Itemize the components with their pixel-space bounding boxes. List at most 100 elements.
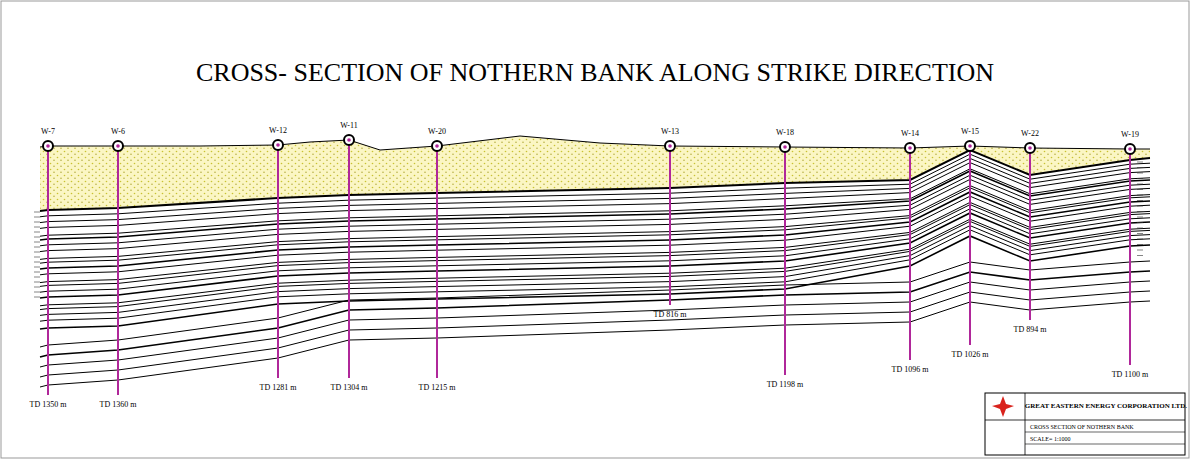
well-head [273,140,283,150]
seam-tick [34,262,40,263]
total-depth: TD 1026 m [952,351,989,359]
seam-tick [34,222,40,223]
well-head [43,141,53,151]
drawing-title: CROSS SECTION OF NOTHERN BANK [1030,424,1134,430]
well-head-dot [347,138,351,142]
well-head [344,135,354,145]
seam-tick [34,212,40,213]
well-head-dot [1128,147,1132,151]
well-head [113,141,123,151]
coal-seam-line [40,236,1150,329]
seam-tick [34,252,40,253]
well-head-dot [668,144,672,148]
seam-tick [1137,206,1143,207]
well-name: W-13 [661,128,679,136]
well-bore [969,146,971,345]
total-depth: TD 894 m [1014,326,1047,334]
seam-tick [34,227,40,228]
well-name: W-6 [111,128,125,136]
seam-tick [34,287,40,288]
seam-tick [34,282,40,283]
well-bore [47,146,49,395]
well-head [432,141,442,151]
well-head-dot [46,144,50,148]
well-bore [1029,148,1031,320]
total-depth: TD 1281 m [260,384,297,392]
well-name: W-22 [1021,130,1039,138]
seam-tick [34,292,40,293]
total-depth: TD 1215 m [419,384,456,392]
coal-seam-line [40,188,1150,263]
seam-tick [1137,195,1143,196]
seam-tick [34,217,40,218]
well-head-dot [968,144,972,148]
well-head [665,141,675,151]
company-name: GREAT EASTERN ENERGY CORPORATION LTD. [1025,403,1187,410]
seam-tick [1137,239,1143,240]
seam-tick [1137,178,1143,179]
seam-tick [34,277,40,278]
well-name: W-20 [428,128,446,136]
total-depth: TD 1304 m [331,384,368,392]
total-depth: TD 1198 m [767,381,804,389]
seam-tick [1137,200,1143,201]
well-bore [277,145,279,378]
well-head-dot [1028,146,1032,150]
well-bore [784,147,786,375]
seam-tick [34,257,40,258]
seam-tick [34,237,40,238]
seam-tick [1137,211,1143,212]
seam-tick [34,242,40,243]
seam-tick [1137,167,1143,168]
seam-tick [34,247,40,248]
total-depth: TD 1096 m [892,366,929,374]
drawing-scale: SCALE= 1:1000 [1030,436,1071,442]
well-name: W-19 [1121,131,1139,139]
well-bore [436,146,438,378]
well-bore [669,146,671,305]
seam-tick [1137,228,1143,229]
title: CROSS- SECTION OF NOTHERN BANK ALONG STR… [196,60,994,86]
well-head-dot [116,144,120,148]
seam-tick [1137,250,1143,251]
well-head [780,142,790,152]
seam-tick [1137,173,1143,174]
total-depth: TD 816 m [654,311,687,319]
well-bore [348,140,350,378]
seam-tick [34,232,40,233]
total-depth: TD 1350 m [30,401,67,409]
well-name: W-14 [901,130,919,138]
seam-tick [1137,255,1143,256]
well-head-dot [908,146,912,150]
seam-tick [1137,222,1143,223]
coal-seam-line [40,213,1150,298]
well-bore [909,148,911,360]
seam-tick [34,272,40,273]
seam-tick [1137,162,1143,163]
well-name: W-15 [961,128,979,136]
seam-tick [1137,217,1143,218]
coal-seam-line [40,186,1150,260]
well-name: W-7 [41,128,55,136]
lower-seam-line [40,301,1150,387]
well-head-dot [276,143,280,147]
well-bore [1129,149,1131,365]
well-head [965,141,975,151]
well-head [1125,144,1135,154]
well-bore [117,146,119,395]
seam-tick [1137,184,1143,185]
ground-surface [40,136,1150,150]
well-name: W-18 [776,129,794,137]
coal-seam-line [40,209,1150,292]
seam-tick [1137,233,1143,234]
seam-tick [1137,189,1143,190]
seam-tick [1137,244,1143,245]
well-head [1025,143,1035,153]
well-head [905,143,915,153]
well-head-dot [783,145,787,149]
well-head-dot [435,144,439,148]
total-depth: TD 1100 m [1112,371,1149,379]
well-name: W-12 [269,127,287,135]
total-depth: TD 1360 m [100,401,137,409]
